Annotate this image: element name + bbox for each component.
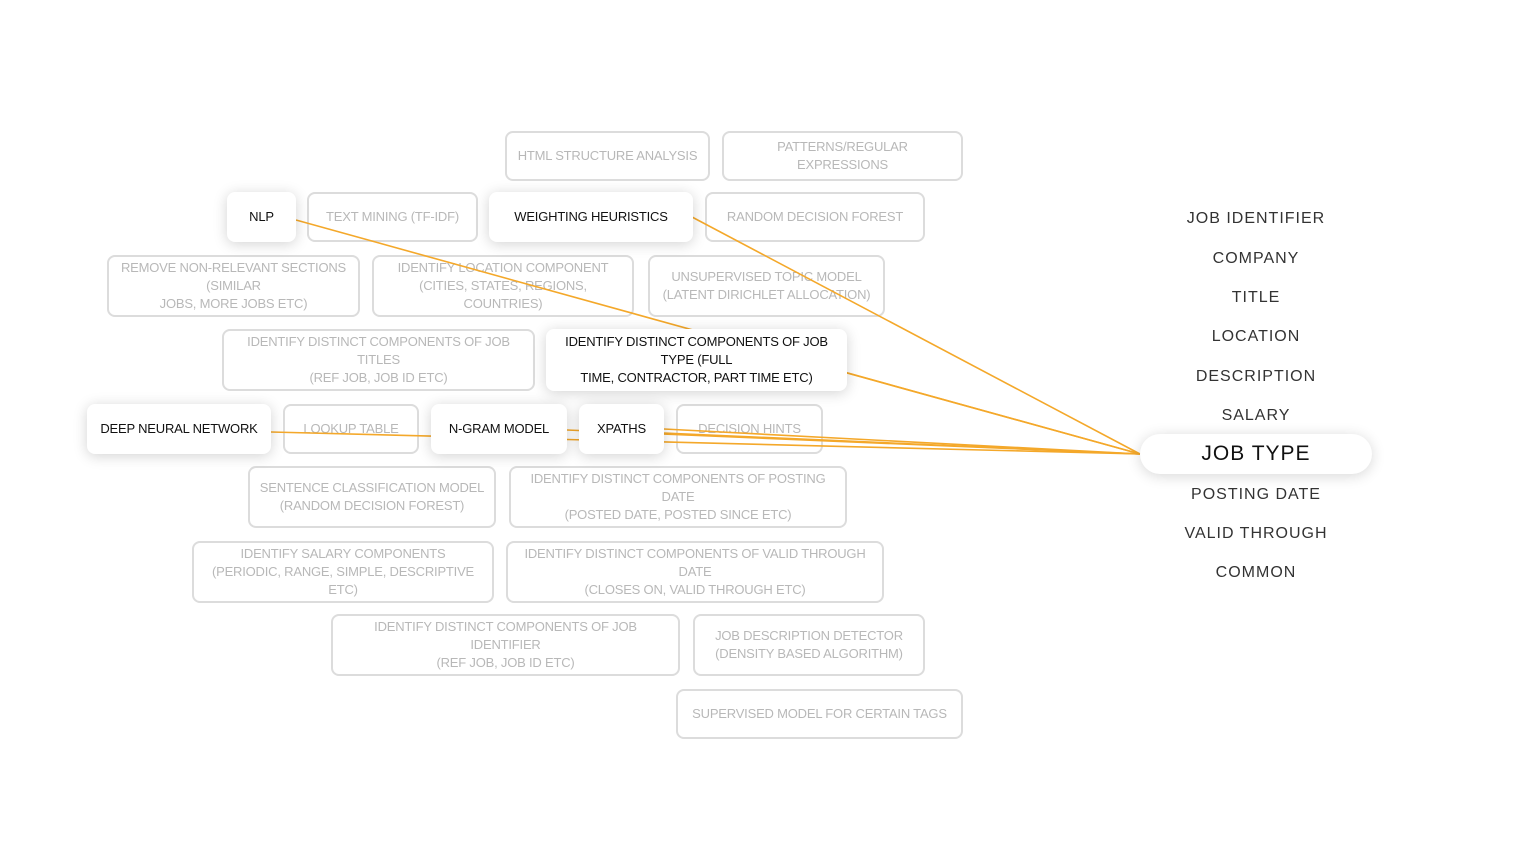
node-n-gram-model[interactable]: N-GRAM MODEL bbox=[431, 404, 567, 454]
field-title[interactable]: TITLE bbox=[1231, 289, 1281, 306]
node-text-mining-tfidf[interactable]: TEXT MINING (TF-IDF) bbox=[307, 192, 478, 242]
field-common[interactable]: COMMON bbox=[1215, 564, 1297, 581]
field-job-identifier[interactable]: JOB IDENTIFIER bbox=[1186, 210, 1326, 227]
node-nlp[interactable]: NLP bbox=[227, 192, 296, 242]
node-supervised-model[interactable]: SUPERVISED MODEL FOR CERTAIN TAGS bbox=[676, 689, 963, 739]
node-random-decision-forest[interactable]: RANDOM DECISION FOREST bbox=[705, 192, 925, 242]
field-posting-date[interactable]: POSTING DATE bbox=[1191, 486, 1321, 503]
node-patterns-regular-expressions[interactable]: PATTERNS/REGULAR EXPRESSIONS bbox=[722, 131, 963, 181]
node-deep-neural-network[interactable]: DEEP NEURAL NETWORK bbox=[87, 404, 271, 454]
connection-job-type-components bbox=[846, 372, 1141, 455]
node-valid-through-components[interactable]: IDENTIFY DISTINCT COMPONENTS OF VALID TH… bbox=[506, 541, 884, 603]
node-weighting-heuristics[interactable]: WEIGHTING HEURISTICS bbox=[489, 192, 693, 242]
node-sentence-classification-model[interactable]: SENTENCE CLASSIFICATION MODEL (RANDOM DE… bbox=[248, 466, 496, 528]
node-job-description-detector[interactable]: JOB DESCRIPTION DETECTOR (DENSITY BASED … bbox=[693, 614, 925, 676]
node-posting-date-components[interactable]: IDENTIFY DISTINCT COMPONENTS OF POSTING … bbox=[509, 466, 847, 528]
node-job-titles-components[interactable]: IDENTIFY DISTINCT COMPONENTS OF JOB TITL… bbox=[222, 329, 535, 391]
node-salary-components[interactable]: IDENTIFY SALARY COMPONENTS (PERIODIC, RA… bbox=[192, 541, 494, 603]
node-identify-location-component[interactable]: IDENTIFY LOCATION COMPONENT (CITIES, STA… bbox=[372, 255, 634, 317]
field-salary[interactable]: SALARY bbox=[1221, 407, 1291, 424]
node-remove-non-relevant-sections[interactable]: REMOVE NON-RELEVANT SECTIONS (SIMILAR JO… bbox=[107, 255, 360, 317]
field-valid-through[interactable]: VALID THROUGH bbox=[1184, 525, 1328, 542]
node-decision-hints[interactable]: DECISION HINTS bbox=[676, 404, 823, 454]
node-job-identifier-components[interactable]: IDENTIFY DISTINCT COMPONENTS OF JOB IDEN… bbox=[331, 614, 680, 676]
field-location[interactable]: LOCATION bbox=[1211, 328, 1301, 345]
node-job-type-components[interactable]: IDENTIFY DISTINCT COMPONENTS OF JOB TYPE… bbox=[546, 329, 847, 391]
node-unsupervised-topic-model[interactable]: UNSUPERVISED TOPIC MODEL (LATENT DIRICHL… bbox=[648, 255, 885, 317]
field-company[interactable]: COMPANY bbox=[1212, 250, 1300, 267]
field-job-type-selected[interactable]: JOB TYPE bbox=[1140, 434, 1372, 474]
node-html-structure-analysis[interactable]: HTML STRUCTURE ANALYSIS bbox=[505, 131, 710, 181]
node-xpaths[interactable]: XPATHS bbox=[579, 404, 664, 454]
node-lookup-table[interactable]: LOOKUP TABLE bbox=[283, 404, 419, 454]
field-description[interactable]: DESCRIPTION bbox=[1195, 368, 1317, 385]
